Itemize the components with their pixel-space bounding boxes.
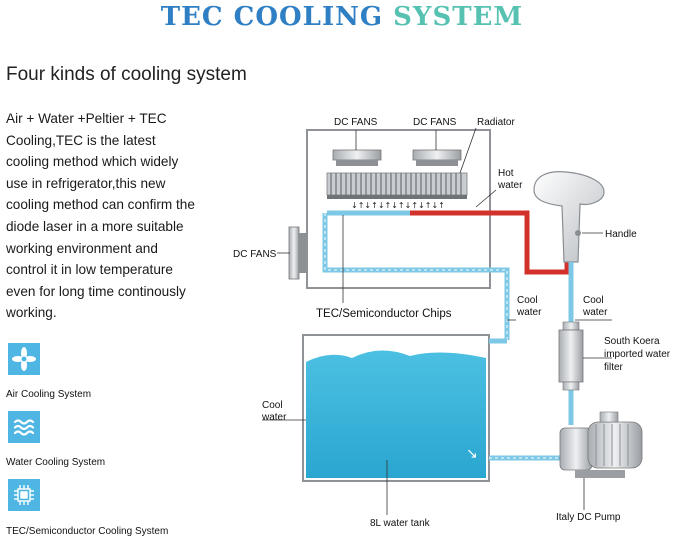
description-line: use in refrigerator,this new [6, 175, 166, 191]
dc-fan-unit-right [412, 149, 462, 166]
label-tec-chips: TEC/Semiconductor Chips [316, 308, 452, 320]
title-part-1: TEC COOLING [160, 2, 384, 32]
description-line: diode laser in a more suitable [6, 218, 184, 234]
description-text: Air + Water +Peltier + TEC Cooling,TEC i… [6, 108, 228, 324]
label-filter-2: imported water [604, 349, 671, 360]
label-handle: Handle [605, 229, 637, 240]
label-dc-fans-side: DC FANS [233, 249, 277, 260]
tec-chip-arrows: ↓↑↓↑↓↑↓↑↓↑↓↑↓↑ [351, 201, 445, 210]
dc-pump [559, 411, 643, 478]
water-tank: ↘ [302, 334, 490, 482]
water-waves-icon [8, 411, 40, 443]
feature-label-water: Water Cooling System [6, 457, 106, 468]
description-line: even for long time continously [6, 283, 186, 299]
label-cool-water-right-1: Cool [583, 295, 604, 306]
hot-water-pipe [490, 210, 570, 275]
page-title: TEC COOLING SYSTEM [0, 2, 684, 32]
svg-text:↓↑↓↑↓↑↓↑↓↑↓↑↓↑: ↓↑↓↑↓↑↓↑↓↑↓↑↓↑ [351, 201, 445, 210]
label-water-tank: 8L water tank [370, 518, 431, 529]
label-cool-water-mid-2: water [516, 307, 542, 318]
label-filter-3: filter [604, 362, 624, 373]
cool-water-pipe-box [322, 213, 510, 340]
label-dc-fans-1: DC FANS [334, 117, 378, 128]
water-filter [558, 321, 584, 391]
description-line: working environment and [6, 240, 158, 256]
description-line: control it in low temperature [6, 262, 173, 278]
svg-text:↘: ↘ [466, 446, 478, 462]
label-cool-water-right-2: water [582, 307, 608, 318]
feature-label-air: Air Cooling System [6, 389, 92, 400]
label-hot-water-1: Hot [498, 168, 514, 179]
feature-label-tec: TEC/Semiconductor Cooling System [6, 526, 169, 537]
label-dc-fans-2: DC FANS [413, 117, 457, 128]
label-cool-water-tank-2: water [261, 412, 287, 423]
fan-icon [8, 343, 40, 375]
laser-handle [533, 171, 605, 263]
label-cool-water-mid-1: Cool [517, 295, 538, 306]
label-hot-water-2: water [497, 180, 523, 191]
radiator [326, 172, 468, 199]
description-line: cooling method which widely [6, 154, 179, 170]
description-line: Air + Water +Peltier + TEC [6, 111, 167, 126]
label-radiator: Radiator [477, 117, 515, 128]
dc-fan-side [288, 226, 306, 280]
section-subtitle: Four kinds of cooling system [6, 64, 247, 85]
label-filter-1: South Koera [604, 336, 660, 347]
dc-fan-unit-left [332, 149, 382, 166]
label-dc-pump: Italy DC Pump [556, 512, 621, 523]
description-line: cooling method can confirm the [6, 197, 195, 213]
description-line: working. [6, 305, 57, 321]
title-part-2: SYSTEM [393, 2, 524, 32]
label-cool-water-tank-1: Cool [262, 400, 283, 411]
description-line: Cooling,TEC is the latest [6, 132, 156, 148]
chip-icon [8, 479, 40, 511]
